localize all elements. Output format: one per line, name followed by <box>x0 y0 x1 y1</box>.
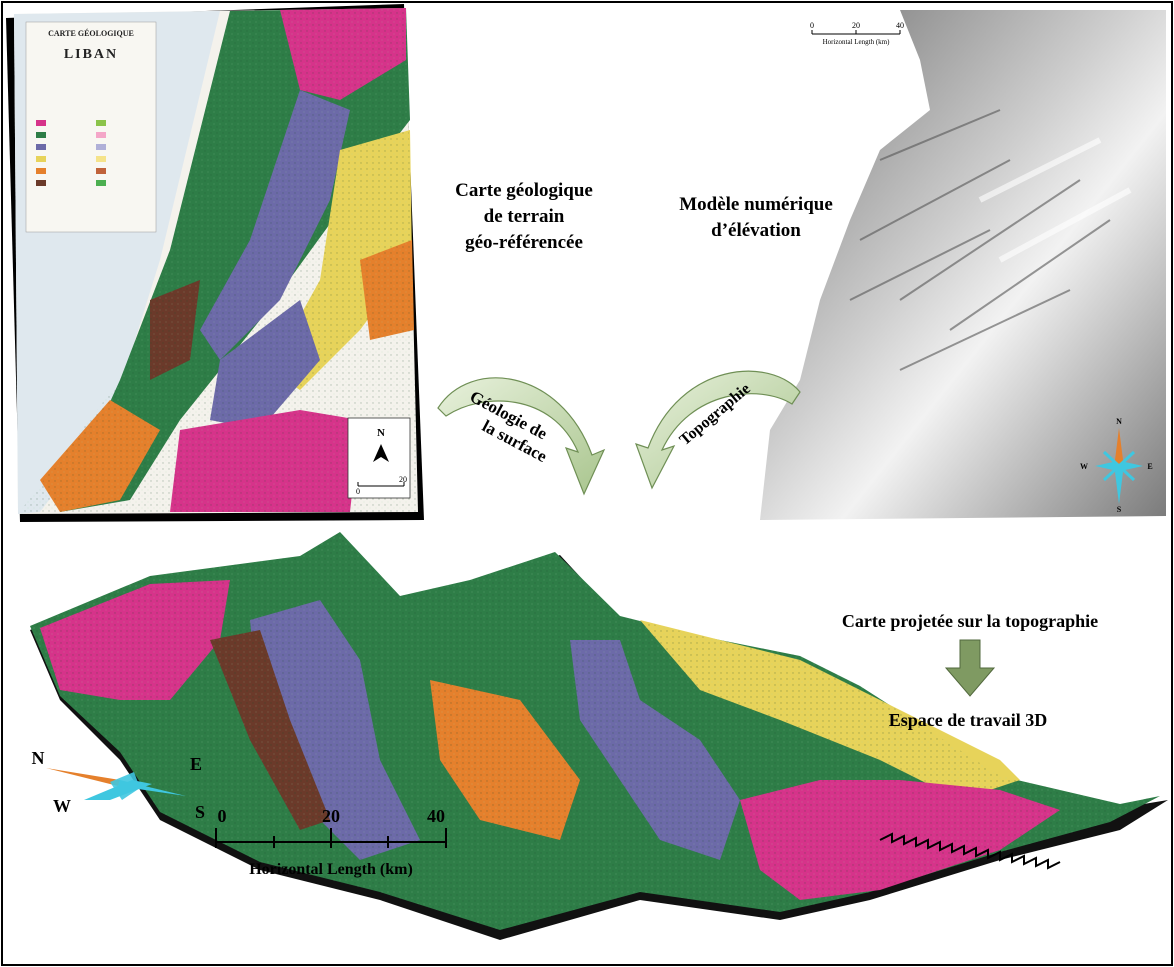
ws-scale-bar <box>215 828 447 848</box>
dem-compass-icon <box>1095 428 1143 504</box>
ws-compass-w: W <box>53 796 71 816</box>
down-arrow-icon <box>944 639 996 697</box>
dem-compass-e: E <box>1147 462 1152 471</box>
ws-scale-40: 40 <box>427 806 445 826</box>
map-title-top: CARTE GÉOLOGIQUE <box>48 28 134 38</box>
map-scale-0: 0 <box>356 487 360 496</box>
map-scale-20: 20 <box>399 475 407 484</box>
dem-label-line2: d’élévation <box>711 220 801 241</box>
dem-label-line1: Modèle numérique <box>679 194 833 215</box>
elevation-model: 0 20 40 Horizontal Length (km) N E W S <box>760 10 1166 520</box>
ws-compass-n: N <box>32 748 45 768</box>
map-north-label: N <box>377 427 385 439</box>
dem-scale-40: 40 <box>896 21 904 30</box>
geo-map-label-line3: géo-référencée <box>465 232 583 253</box>
ws-scale-0: 0 <box>218 806 227 826</box>
ws-scale-20: 20 <box>322 806 340 826</box>
geo-map-label-line1: Carte géologique <box>455 180 593 201</box>
surface-geology-arrow <box>437 377 606 496</box>
map-north-arrow-icon <box>373 444 389 462</box>
dem-scale-20: 20 <box>852 21 860 30</box>
ws-scale-title: Horizontal Length (km) <box>249 861 413 878</box>
dem-compass-w: W <box>1080 462 1088 471</box>
ws-compass-s: S <box>195 802 205 822</box>
geological-map: CARTE GÉOLOGIQUE LIBAN N 0 20 <box>6 4 424 522</box>
map-title-main: LIBAN <box>64 47 118 62</box>
ws-compass-e: E <box>190 754 202 774</box>
3d-workspace-render <box>30 532 1168 940</box>
dem-scale-0: 0 <box>810 21 814 30</box>
projected-map-label: Carte projetée sur la topographie <box>842 611 1098 631</box>
legend-swatches <box>36 120 106 186</box>
dem-scale-title: Horizontal Length (km) <box>823 38 891 46</box>
topography-arrow <box>635 370 801 490</box>
workspace-label: Espace de travail 3D <box>889 710 1047 730</box>
dem-compass-s: S <box>1117 505 1122 514</box>
map-legend-panel <box>25 21 157 233</box>
dem-compass-n: N <box>1116 417 1122 426</box>
geo-map-label-line2: de terrain <box>484 206 565 227</box>
ws-compass-icon <box>46 768 186 800</box>
